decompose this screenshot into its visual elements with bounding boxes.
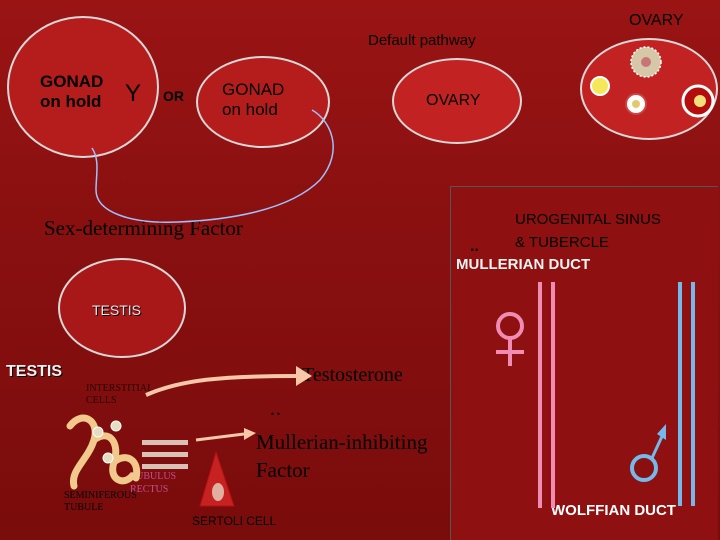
ovary-circle-center: [392, 58, 522, 144]
seminiferous-tubule-label: SEMINIFEROUS TUBULE: [64, 490, 137, 513]
ovary-label-center: OVARY: [426, 92, 481, 109]
duct-panel: [450, 186, 718, 540]
mif-arrowhead: [244, 428, 256, 440]
tubulus-rectus-label: TUBULUS RECTUS: [130, 471, 177, 495]
testosterone-arrow: [145, 374, 297, 397]
sex-determining-factor-label: Sex-determining Factor: [44, 216, 243, 240]
ovary-circle-top-right: [580, 38, 718, 140]
mif-arrow-line: [195, 432, 245, 442]
testis-label-left: TESTIS: [6, 363, 63, 380]
y-chromosome-label: Y: [125, 80, 142, 107]
mullerian-inhibiting-factor-label: Mullerian-inhibiting Factor: [256, 430, 428, 482]
ovary-label-top-right: OVARY: [629, 12, 684, 29]
gonad-circle-left: [7, 16, 159, 158]
seminiferous-tubule-coil: [66, 414, 141, 490]
urogenital-sinus-label: UROGENITAL SINUS & TUBERCLE: [515, 211, 661, 251]
testis-circle-label: TESTIS: [92, 302, 142, 318]
interstitial-cells-label: INTERSTITIAL CELLS: [86, 383, 154, 406]
wolffian-duct-label: WOLFFIAN DUCT: [551, 502, 676, 519]
testis-circle: [58, 258, 186, 358]
gonad-label-left: GONAD on hold: [40, 72, 104, 111]
default-pathway-label: Default pathway: [368, 32, 476, 49]
mullerian-umlaut: ..: [270, 398, 282, 420]
tubulus-rectus-bar: [142, 440, 188, 445]
mullerian-duct-umlaut: ..: [470, 238, 479, 255]
gonad-label-right: GONAD on hold: [222, 80, 285, 119]
sertoli-cell-label: SERTOLI CELL: [192, 514, 277, 528]
testosterone-label: Testosterone: [302, 364, 403, 386]
sertoli-cell-shape: [199, 450, 235, 507]
or-label: OR: [163, 88, 184, 104]
mullerian-duct-label: MULLERIAN DUCT: [456, 256, 591, 273]
